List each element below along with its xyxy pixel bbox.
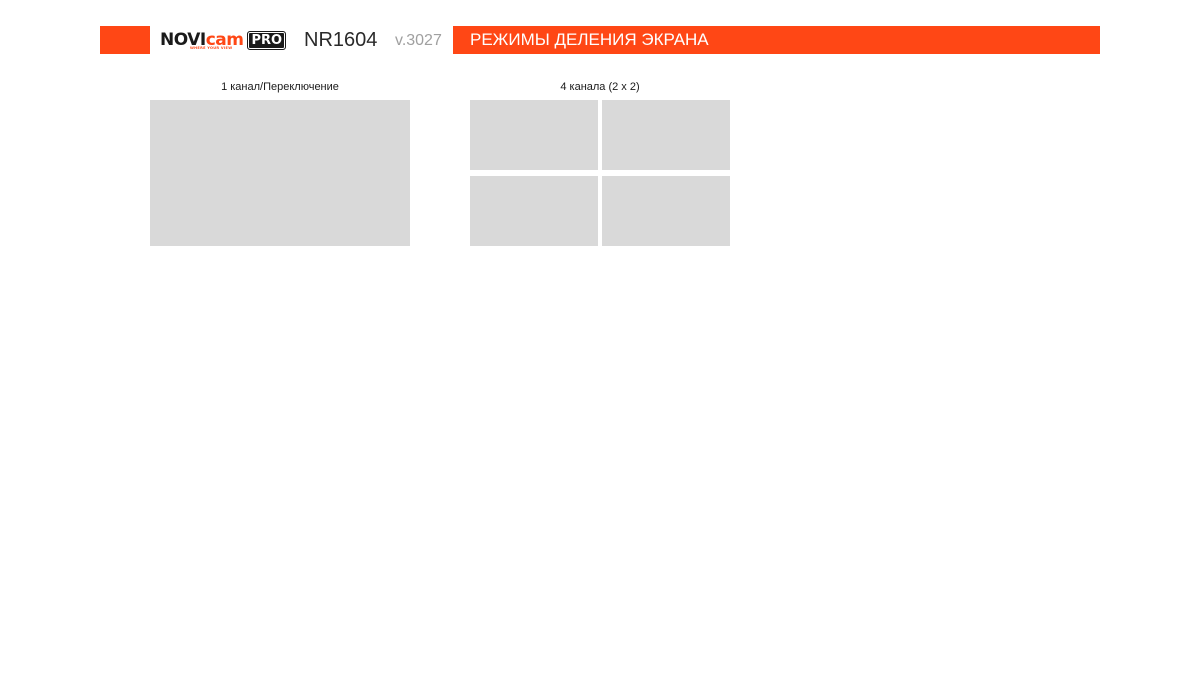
mode-single-channel: 1 канал/Переключение (150, 80, 410, 246)
channel-cell (602, 176, 730, 246)
mode-label: 1 канал/Переключение (221, 81, 339, 93)
page-title: РЕЖИМЫ ДЕЛЕНИЯ ЭКРАНА (470, 30, 709, 49)
channel-cell (150, 100, 410, 246)
mode-quad-channel: 4 канала (2 x 2) (470, 80, 730, 246)
logo-brand-part2: cam (205, 29, 244, 50)
model-name: NR1604 (304, 29, 378, 51)
mode-preview (470, 100, 730, 246)
header-left-block (100, 26, 150, 54)
logo-pro-badge: PRO (247, 30, 287, 50)
channel-cell (470, 100, 598, 170)
logo-brand-part1: NOVI (160, 29, 206, 50)
channel-cell (470, 176, 598, 246)
mode-label: 4 канала (2 x 2) (560, 81, 640, 93)
logo-brand: NOVIcam WHERE YOUR VIEW (160, 29, 244, 50)
channel-cell (602, 100, 730, 170)
logo-tagline: WHERE YOUR VIEW (190, 45, 233, 50)
logo: NOVIcam WHERE YOUR VIEW PRO (160, 29, 287, 50)
title-bar: РЕЖИМЫ ДЕЛЕНИЯ ЭКРАНА (453, 26, 1100, 54)
firmware-version: v.3027 (395, 32, 442, 49)
mode-preview (150, 100, 410, 246)
